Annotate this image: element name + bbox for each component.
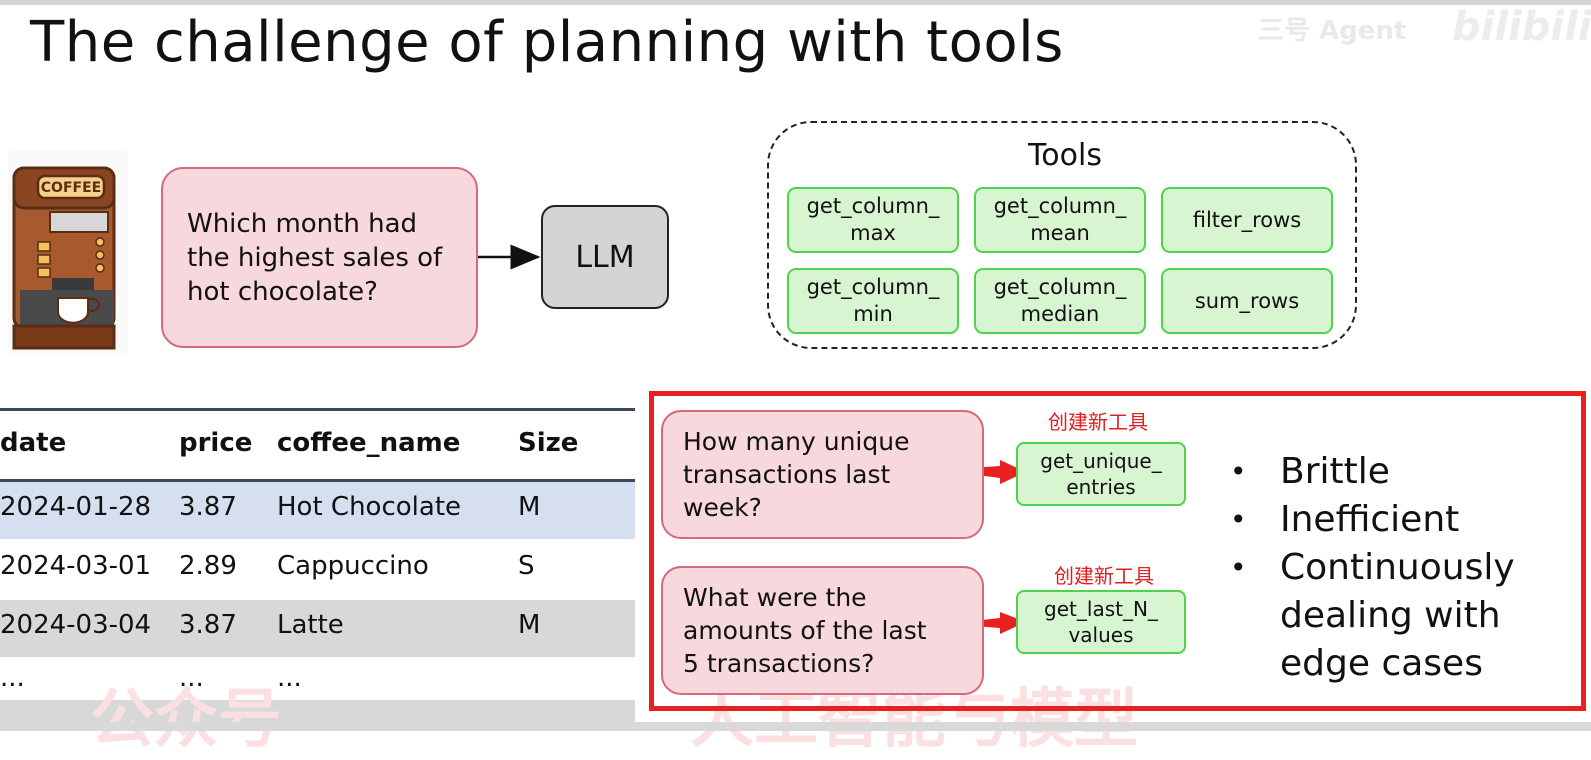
tool-get-column-median: get_column_ median bbox=[974, 268, 1146, 334]
tools-title: Tools bbox=[1028, 138, 1102, 173]
top-bar bbox=[0, 0, 1591, 5]
table-cell: S bbox=[518, 551, 535, 581]
tool-sum-rows: sum_rows bbox=[1161, 268, 1333, 334]
table-row: 2024-01-28 3.87 Hot Chocolate M bbox=[0, 482, 635, 539]
table-header-size: Size bbox=[518, 428, 579, 458]
tool-get-column-max: get_column_ max bbox=[787, 187, 959, 253]
new-tool-annotation: 创建新工具 bbox=[1054, 564, 1154, 588]
table-cell: 2.89 bbox=[179, 551, 237, 581]
query-box: Which month had the highest sales of hot… bbox=[161, 167, 478, 348]
table-row: ... ... ... bbox=[0, 659, 635, 699]
table-header-date: date bbox=[0, 428, 67, 458]
llm-box: LLM bbox=[541, 205, 669, 309]
drawback-item: Inefficient bbox=[1230, 496, 1580, 544]
table-header-price: price bbox=[179, 428, 253, 458]
table-cell: 2024-03-01 bbox=[0, 551, 152, 581]
tool-filter-rows: filter_rows bbox=[1161, 187, 1333, 253]
table-cell: ... bbox=[179, 663, 204, 693]
new-tool-get-unique-entries: get_unique_ entries bbox=[1016, 442, 1186, 506]
watermark-text: 三号 Agent bbox=[1258, 16, 1407, 46]
table-header-border bbox=[0, 479, 635, 482]
table-cell: 3.87 bbox=[179, 492, 237, 522]
table-header-coffee-name: coffee_name bbox=[277, 428, 461, 458]
tool-get-column-min: get_column_ min bbox=[787, 268, 959, 334]
new-tool-get-last-n-values: get_last_N_ values bbox=[1016, 590, 1186, 654]
table-cell: Latte bbox=[277, 610, 344, 640]
bottom-bar bbox=[0, 722, 1591, 731]
watermark-logo: bilibili bbox=[1452, 4, 1591, 50]
llm-label: LLM bbox=[575, 239, 635, 275]
table-cell: M bbox=[518, 492, 541, 522]
table-cell: 3.87 bbox=[179, 610, 237, 640]
new-tool-annotation: 创建新工具 bbox=[1048, 410, 1148, 434]
table-row: 2024-03-04 3.87 Latte M bbox=[0, 600, 635, 657]
table-cell: ... bbox=[0, 663, 25, 693]
background-watermark: 公众号 bbox=[90, 683, 282, 757]
coffee-machine-icon: COFFEE bbox=[8, 150, 128, 355]
query-text: Which month had the highest sales of hot… bbox=[187, 208, 443, 307]
coffee-sign: COFFEE bbox=[41, 180, 101, 196]
tool-get-column-mean: get_column_ mean bbox=[974, 187, 1146, 253]
table-cell: Cappuccino bbox=[277, 551, 429, 581]
example-question-box: How many unique transactions last week? bbox=[661, 410, 984, 539]
tools-group-frame bbox=[767, 121, 1357, 349]
drawback-item: Continuously dealing with edge cases bbox=[1230, 544, 1580, 688]
table-cell: 2024-01-28 bbox=[0, 492, 152, 522]
table-row: 2024-03-01 2.89 Cappuccino S bbox=[0, 541, 635, 598]
drawbacks-list: Brittle Inefficient Continuously dealing… bbox=[1230, 448, 1580, 688]
slide-title: The challenge of planning with tools bbox=[30, 10, 1064, 75]
table-cell: Hot Chocolate bbox=[277, 492, 462, 522]
highlight-frame bbox=[649, 391, 1586, 711]
table-top-border bbox=[0, 408, 635, 411]
example-question-text: What were the amounts of the last 5 tran… bbox=[683, 583, 927, 678]
example-question-text: How many unique transactions last week? bbox=[683, 427, 910, 522]
example-question-box: What were the amounts of the last 5 tran… bbox=[661, 566, 984, 695]
table-cell: M bbox=[518, 610, 541, 640]
table-row-cutoff bbox=[0, 700, 635, 722]
drawback-item: Brittle bbox=[1230, 448, 1580, 496]
table-cell: 2024-03-04 bbox=[0, 610, 152, 640]
table-cell: ... bbox=[277, 663, 302, 693]
